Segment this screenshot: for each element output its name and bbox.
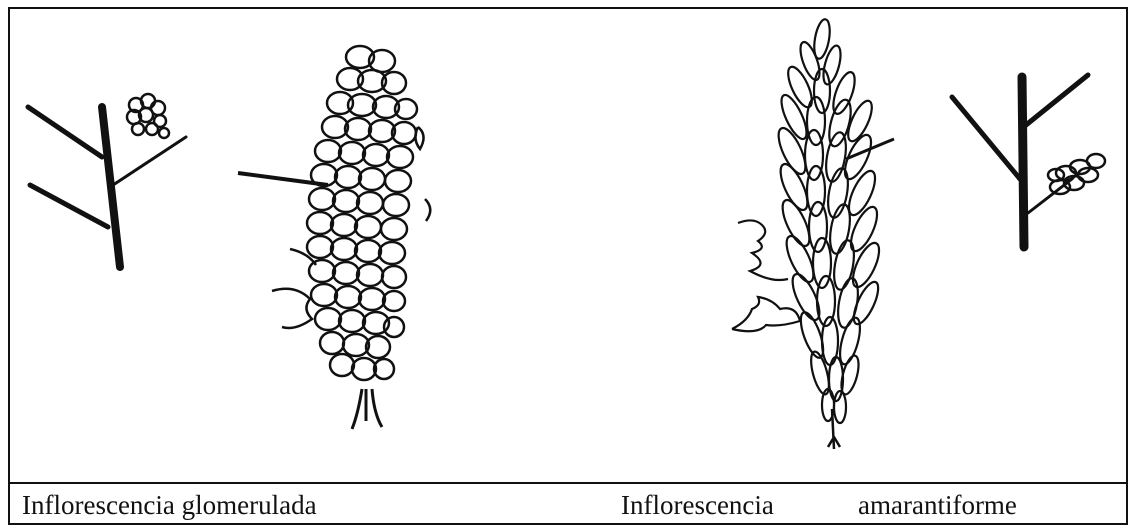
caption-amarantiforme-word2: amarantiforme <box>858 489 1017 521</box>
branch-detail-amarantiform-icon <box>952 75 1105 247</box>
caption-amarantiforme-word1: Inflorescencia <box>621 489 774 521</box>
amarantiform-inflorescence-icon <box>732 18 894 449</box>
caption-glomerulada: Inflorescencia glomerulada <box>22 489 317 521</box>
branch-detail-glomerulate-icon <box>28 94 186 267</box>
caption-divider <box>10 482 1126 484</box>
figure-frame: Inflorescencia glomerulada Inflorescenci… <box>8 7 1128 525</box>
figure-illustrations <box>10 9 1126 481</box>
glomerulate-inflorescence-icon <box>238 46 430 429</box>
